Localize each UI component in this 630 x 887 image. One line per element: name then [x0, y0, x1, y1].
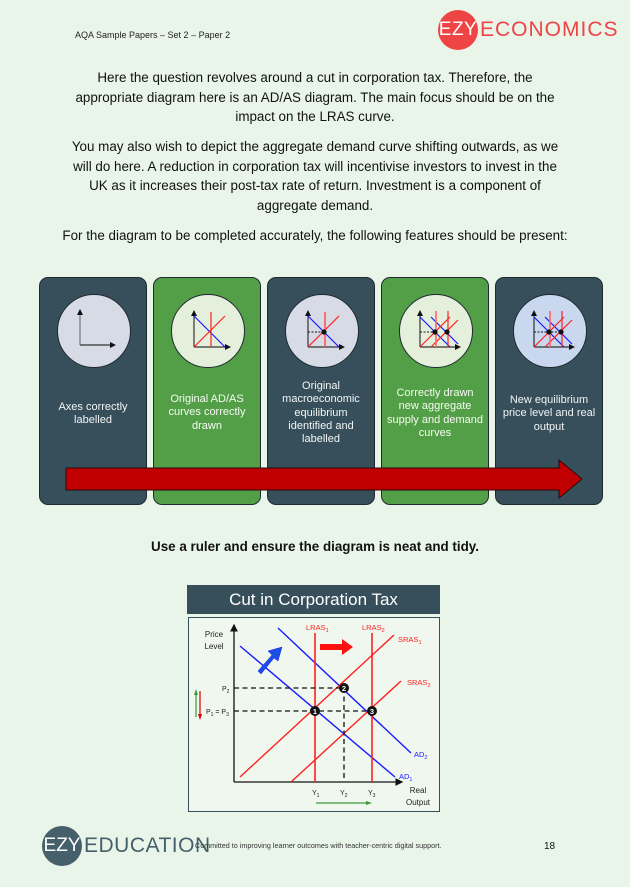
lras1-label: LRAS1	[306, 623, 329, 634]
y-axis-label-line1: Price	[205, 630, 224, 639]
logo-word: ECONOMICS	[480, 18, 619, 41]
ezy-education-logo: EZY EDUCATION	[42, 826, 211, 866]
equilibrium-icon	[285, 294, 359, 368]
progress-arrow-icon	[65, 459, 583, 499]
intro-paragraph: Here the question revolves around a cut …	[75, 70, 555, 125]
logo-mark: EZY	[438, 10, 478, 50]
step-card-new-curves: Correctly drawn new aggregate supply and…	[381, 277, 489, 505]
y2-tick: Y2	[340, 790, 348, 799]
sras1-label: SRAS1	[398, 635, 422, 646]
step-card-axes: Axes correctly labelled	[39, 277, 147, 505]
features-paragraph: For the diagram to be completed accurate…	[62, 228, 568, 243]
svg-text:2: 2	[342, 684, 346, 693]
step-card-original-equilibrium: Original macroeconomic equilibrium ident…	[267, 277, 375, 505]
step-label: Original macroeconomic equilibrium ident…	[282, 380, 360, 446]
new-equilibrium-icon	[513, 294, 587, 368]
axes-icon	[57, 294, 131, 368]
ad2-label: AD2	[414, 750, 427, 761]
y-axis-label-line2: Level	[204, 642, 223, 651]
shifted-curves-icon	[399, 294, 473, 368]
equilibrium-point-1: 1	[310, 706, 320, 716]
p1-p3-tick: P1 = P3	[206, 709, 229, 718]
ad-shift-arrow-icon	[257, 646, 283, 675]
footer-tagline: Committed to improving learner outcomes …	[195, 841, 442, 850]
chart-title: Cut in Corporation Tax	[187, 585, 440, 614]
equilibrium-point-2: 2	[339, 683, 349, 693]
step-label: Axes correctly labelled	[58, 401, 128, 427]
diagram-features-steps: Axes correctly labelled Original AD/AS c…	[39, 277, 607, 506]
lras2-label: LRAS2	[362, 623, 385, 634]
document-title: AQA Sample Papers – Set 2 – Paper 2	[75, 30, 231, 40]
y3-tick: Y3	[368, 790, 376, 799]
sras2-curve	[290, 680, 402, 783]
step-card-original-curves: Original AD/AS curves correctly drawn	[153, 277, 261, 505]
step-card-new-equilibrium: New equilibrium price level and real out…	[495, 277, 603, 505]
svg-text:3: 3	[370, 707, 374, 716]
step-label: New equilibrium price level and real out…	[502, 394, 596, 433]
sras1-curve	[239, 634, 395, 778]
adas-diagram: 1 2 3 Price Level Real Output LRAS1 LRAS…	[188, 617, 440, 812]
step-label: Correctly drawn new aggregate supply and…	[386, 387, 483, 439]
ad-shift-paragraph: You may also wish to depict the aggregat…	[71, 139, 559, 213]
x-axis-label-line1: Real	[410, 786, 427, 795]
ezy-economics-logo: EZY ECONOMICS	[438, 10, 619, 50]
y1-tick: Y1	[312, 790, 320, 799]
step-label: Original AD/AS curves correctly drawn	[168, 393, 246, 432]
footer-logo-mark: EZY	[42, 826, 82, 866]
ruler-note: Use a ruler and ensure the diagram is ne…	[151, 539, 479, 554]
page-number: 18	[544, 841, 556, 852]
sras2-label: SRAS2	[407, 678, 431, 689]
svg-text:1: 1	[313, 707, 317, 716]
p2-tick: P2	[222, 686, 230, 695]
equilibrium-point-3: 3	[367, 706, 377, 716]
footer-logo-word: EDUCATION	[84, 834, 211, 857]
ad1-label: AD1	[399, 772, 412, 783]
lras-shift-arrow-icon	[320, 639, 353, 655]
adas-curves-icon	[171, 294, 245, 368]
x-axis-label-line2: Output	[406, 798, 431, 807]
